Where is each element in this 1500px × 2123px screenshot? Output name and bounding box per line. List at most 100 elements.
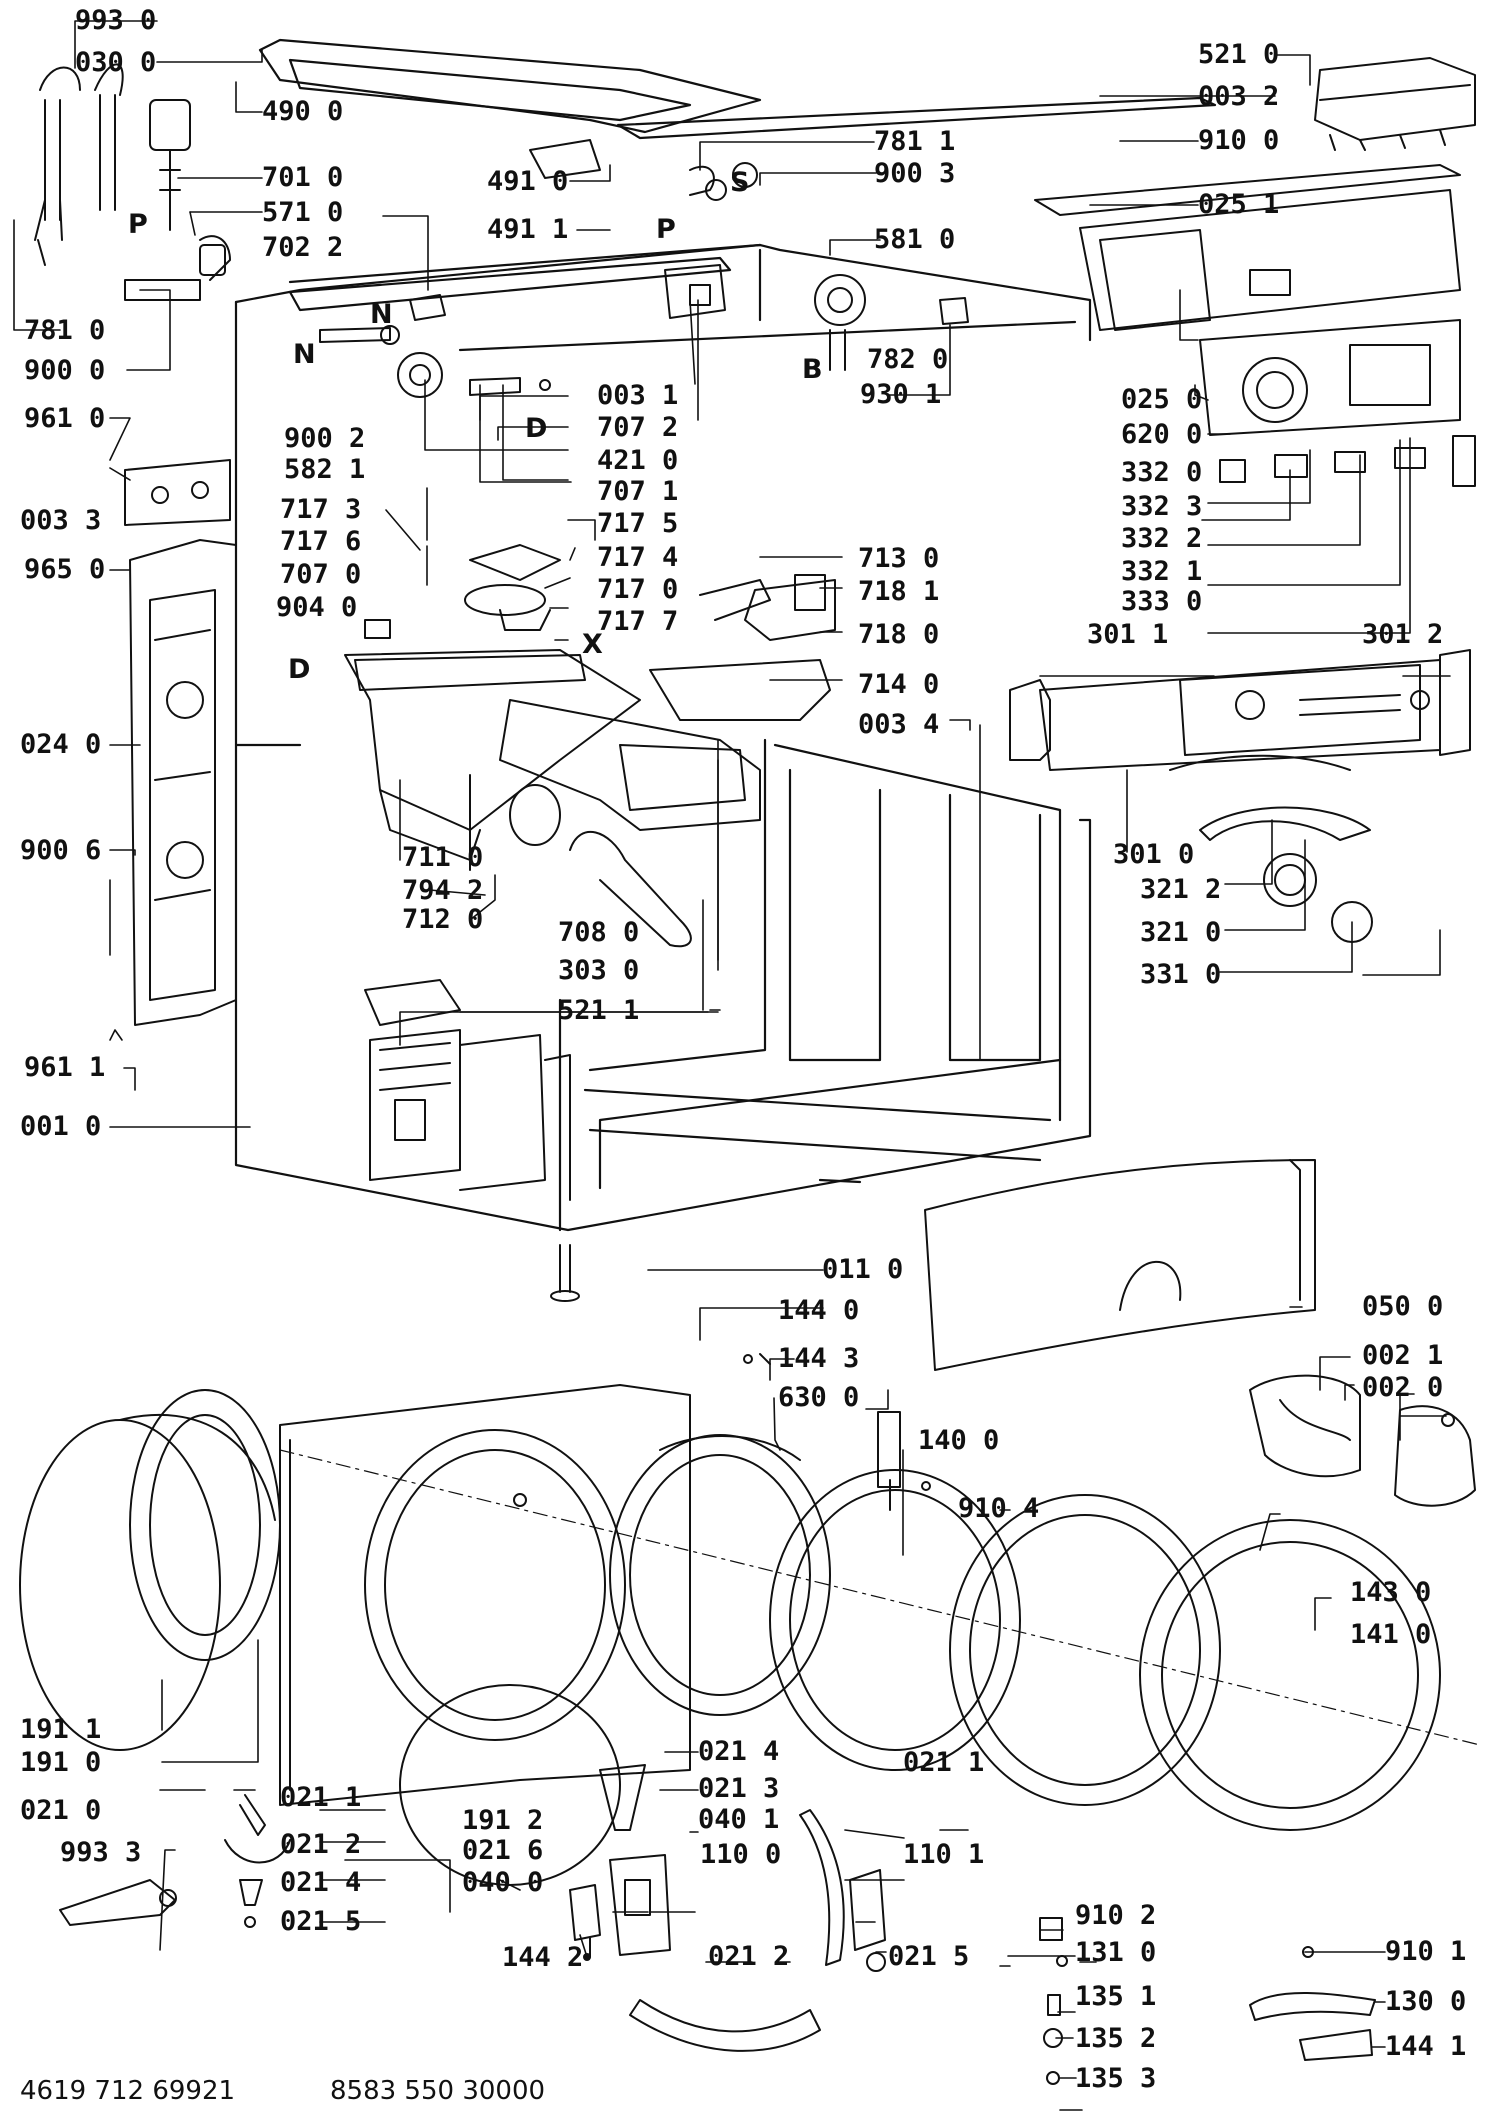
door-trim [1139,1519,1441,1831]
part-label: 011 0 [822,1254,904,1285]
part-label: 002 1 [1362,1340,1444,1371]
callout-letter: X [582,629,603,660]
door-hinge-parts [1249,1374,1476,1507]
part-label: 910 0 [1198,125,1280,156]
part-label: 332 2 [1121,523,1203,554]
part-label: 110 1 [903,1839,985,1870]
part-label: 717 3 [280,494,362,525]
part-label: 024 0 [20,729,102,760]
part-label: 491 1 [487,214,569,245]
part-label: 620 0 [1121,419,1203,450]
part-label: 003 1 [597,380,679,411]
part-label: 930 1 [860,379,942,410]
part-label: 021 3 [698,1773,780,1804]
part-label: 965 0 [24,554,106,585]
part-label: 993 3 [60,1837,142,1868]
part-label: 135 3 [1075,2063,1157,2094]
part-label: 900 6 [20,835,102,866]
callout-letter: P [656,214,676,245]
part-label: 910 2 [1075,1900,1157,1931]
part-label: 521 0 [1198,39,1280,70]
part-label: 900 3 [874,158,956,189]
part-label: 718 0 [858,619,940,650]
part-label: 900 0 [24,355,106,386]
part-label: 993 0 [75,5,157,36]
part-label: 143 0 [1350,1577,1432,1608]
callout-letter: P [128,209,148,240]
part-label: 717 0 [597,574,679,605]
part-label: 021 4 [698,1736,780,1767]
part-label: 040 0 [462,1867,544,1898]
part-label: 025 0 [1121,384,1203,415]
door-glass [949,1494,1221,1806]
part-label: 144 0 [778,1295,860,1326]
part-label: 144 3 [778,1343,860,1374]
part-label: 303 0 [558,955,640,986]
part-label: 021 5 [280,1906,362,1937]
door-axis-line [279,1449,1481,1746]
door-outer-ring [769,1469,1021,1771]
part-label: 021 2 [280,1829,362,1860]
part-label: 717 4 [597,542,679,573]
part-label: 904 0 [276,592,358,623]
part-label: 961 0 [24,403,106,434]
part-label: 144 1 [1385,2031,1467,2062]
callout-letter: D [525,413,548,444]
part-label: 708 0 [558,917,640,948]
part-label: 021 2 [708,1941,790,1972]
part-label: 001 0 [20,1111,102,1142]
part-label: 712 0 [402,904,484,935]
callout-letter: N [293,339,316,370]
part-label: 910 1 [1385,1936,1467,1967]
drum-boot [19,1389,281,1751]
part-label: 702 2 [262,232,344,263]
cabinet-body [234,38,1217,1232]
part-label: 421 0 [597,445,679,476]
part-label: 571 0 [262,197,344,228]
heater-assembly [364,979,571,1201]
part-label: 331 0 [1140,959,1222,990]
part-label: 003 3 [20,505,102,536]
part-label: 910 4 [958,1493,1040,1524]
part-label: 521 1 [558,995,640,1026]
foot-part [550,1244,580,1302]
part-label: 581 0 [874,224,956,255]
part-label: 135 1 [1075,1981,1157,2012]
part-label: 961 1 [24,1052,106,1083]
part-label: 490 0 [262,96,344,127]
part-label: 301 2 [1362,619,1444,650]
part-label: 713 0 [858,543,940,574]
part-label: 021 6 [462,1835,544,1866]
part-label: 717 6 [280,526,362,557]
part-label: 002 0 [1362,1372,1444,1403]
part-label: 040 1 [698,1804,780,1835]
part-label: 332 3 [1121,491,1203,522]
footer-code-left: 4619 712 69921 [20,2076,236,2106]
part-label: 582 1 [284,454,366,485]
part-label: 711 0 [402,842,484,873]
rear-panel [124,459,237,1026]
front-top-panel [924,1159,1316,1371]
part-label: 900 2 [284,423,366,454]
part-label: 707 0 [280,559,362,590]
part-label: 321 2 [1140,874,1222,905]
part-label: 714 0 [858,669,940,700]
detergent-dispenser [344,544,836,948]
part-label: 782 0 [867,344,949,375]
control-parts [1009,57,1476,943]
part-label: 021 1 [280,1782,362,1813]
top-interior-parts [319,139,969,398]
part-label: 021 0 [20,1795,102,1826]
part-label: 135 2 [1075,2023,1157,2054]
part-label: 021 1 [903,1747,985,1778]
part-label: 794 2 [402,875,484,906]
part-label: 301 1 [1087,619,1169,650]
front-panel [279,1384,691,1806]
small-parts [59,1353,1376,2085]
callout-letter: B [802,354,823,385]
callout-letter: D [288,654,311,685]
part-label: 021 5 [888,1941,970,1972]
part-label: 718 1 [858,576,940,607]
part-label: 301 0 [1113,839,1195,870]
